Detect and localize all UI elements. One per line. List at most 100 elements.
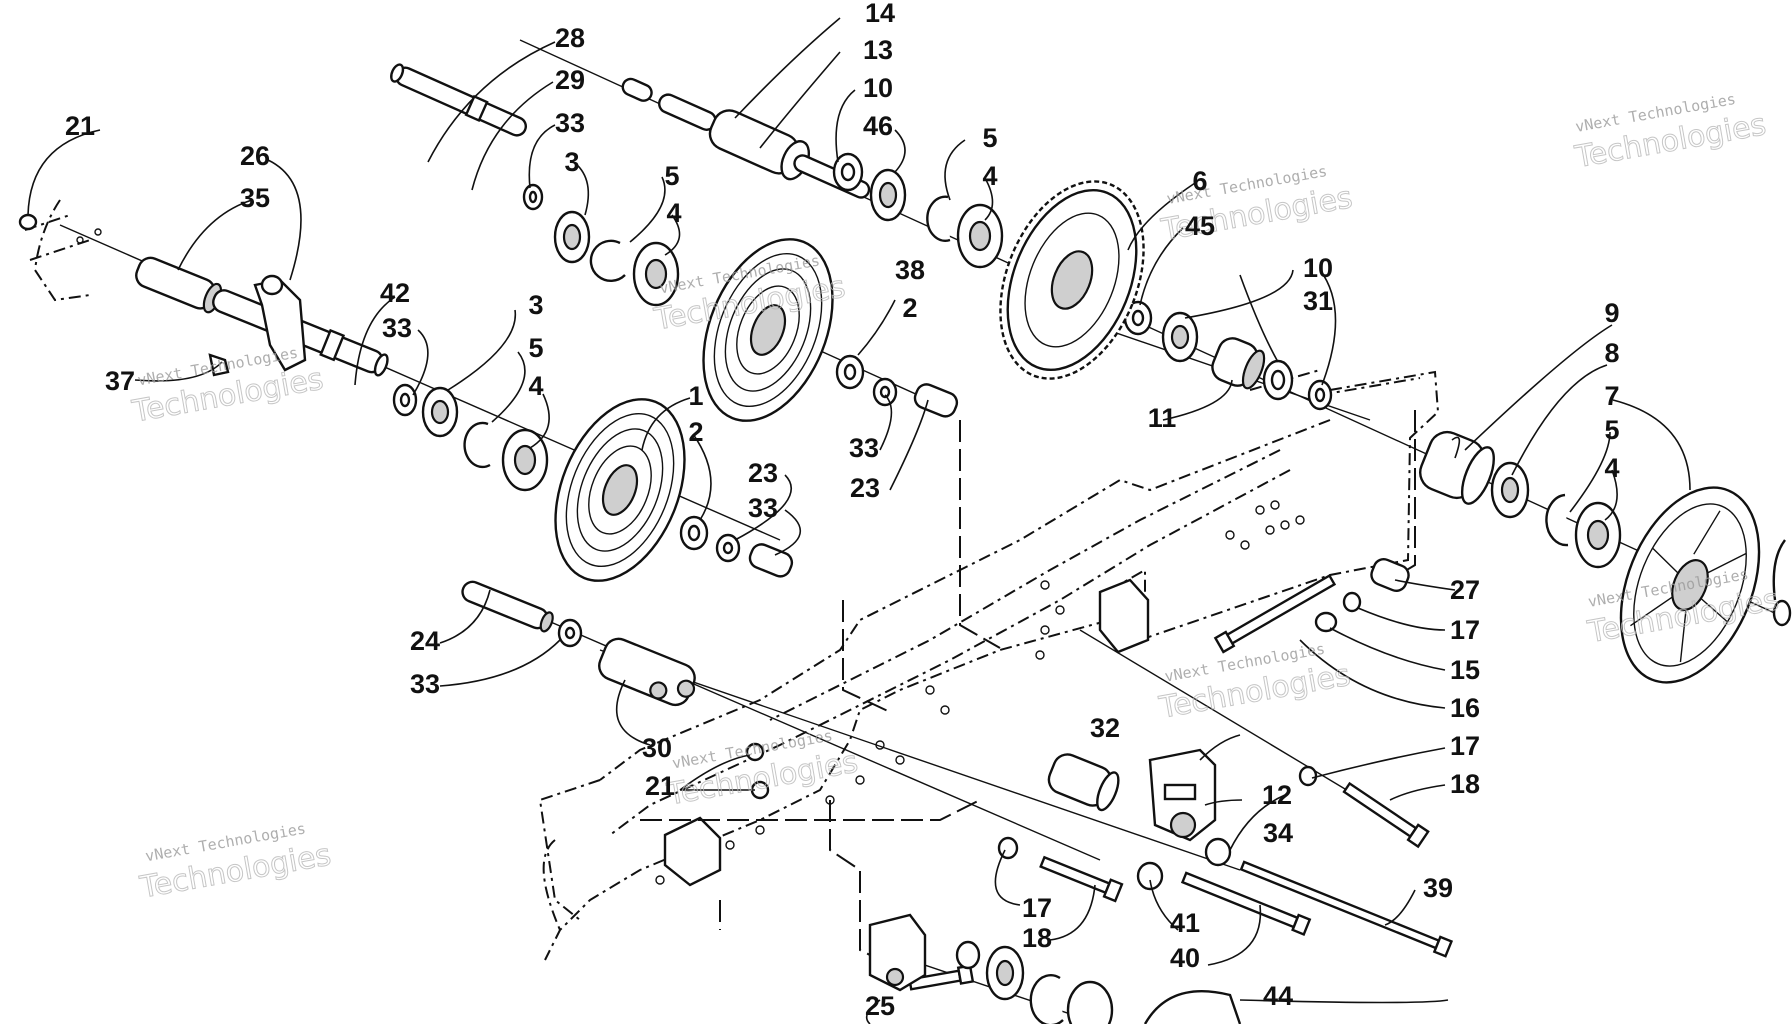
callout-34: 34 <box>1263 818 1293 848</box>
washer-17a <box>1342 591 1362 613</box>
callout-5: 5 <box>1604 415 1619 445</box>
callout-35: 35 <box>240 183 270 213</box>
frame-bracket-upper <box>1098 578 1150 654</box>
ring-5d <box>1545 493 1569 547</box>
ring-5a <box>589 239 626 282</box>
callout-26: 26 <box>240 141 270 171</box>
nut-21a <box>18 213 38 231</box>
callout-2: 2 <box>902 293 917 323</box>
callout-4: 4 <box>666 198 681 228</box>
callout-5: 5 <box>664 161 679 191</box>
callout-6: 6 <box>1192 166 1207 196</box>
spacer-23a <box>913 383 959 418</box>
callout-33: 33 <box>410 669 440 699</box>
callout-5: 5 <box>528 333 543 363</box>
callout-29: 29 <box>555 65 585 95</box>
bracket-30 <box>598 637 696 707</box>
callout-33: 33 <box>555 108 585 138</box>
callout-15: 15 <box>1450 655 1480 685</box>
callout-7: 7 <box>1604 381 1619 411</box>
ring-5b <box>926 195 951 242</box>
callout-39: 39 <box>1423 873 1453 903</box>
callout-13: 13 <box>863 35 893 65</box>
small-parts <box>392 152 1792 1024</box>
callout-30: 30 <box>642 733 672 763</box>
callout-1: 1 <box>688 381 703 411</box>
callout-9: 9 <box>1604 298 1619 328</box>
callout-41: 41 <box>1170 908 1200 938</box>
callout-10: 10 <box>863 73 893 103</box>
shafts <box>18 63 1454 992</box>
callout-2: 2 <box>688 417 703 447</box>
bolt-18a <box>1342 781 1430 849</box>
callout-18: 18 <box>1450 769 1480 799</box>
shaft-14 <box>621 77 871 199</box>
frame-holes <box>76 228 1305 885</box>
callout-10: 10 <box>1303 253 1333 283</box>
callout-45: 45 <box>1185 211 1215 241</box>
nut-15 <box>1314 611 1338 633</box>
callout-27: 27 <box>1450 575 1480 605</box>
callout-17: 17 <box>1022 893 1052 923</box>
ring-lower <box>1029 974 1064 1024</box>
callout-labels: 1 2 2 3 3 4 4 4 4 5 5 5 5 6 7 8 9 10 10 … <box>65 0 1620 1021</box>
callout-4: 4 <box>982 161 997 191</box>
callout-17: 17 <box>1450 731 1480 761</box>
idler-wheel-38 <box>702 238 834 422</box>
shaft-29 <box>390 63 527 137</box>
bearing-housing-9 <box>1419 430 1495 505</box>
callout-21: 21 <box>65 111 95 141</box>
callout-24: 24 <box>410 626 440 656</box>
callout-42: 42 <box>380 278 410 308</box>
bolt-16 <box>1213 574 1337 654</box>
callout-21: 21 <box>645 771 675 801</box>
wheel-44 <box>1143 990 1242 1024</box>
frame-bracket-lower <box>663 816 722 887</box>
spacer-27 <box>1370 558 1410 592</box>
callout-14: 14 <box>865 0 895 28</box>
washer-41 <box>1136 861 1164 891</box>
callout-3: 3 <box>564 147 579 177</box>
bolt-18b <box>1039 855 1124 903</box>
callout-37: 37 <box>105 366 135 396</box>
frame-rail <box>24 199 1440 961</box>
callout-17: 17 <box>1450 615 1480 645</box>
washer-17b <box>1298 765 1318 787</box>
washer-lower <box>955 940 981 970</box>
callout-23: 23 <box>850 473 880 503</box>
callout-38: 38 <box>895 255 925 285</box>
spacer-23b <box>748 543 794 578</box>
mount-block-12 <box>1148 748 1217 842</box>
callout-31: 31 <box>1303 286 1333 316</box>
callout-33: 33 <box>748 493 778 523</box>
washer-edge <box>1772 599 1792 627</box>
arm-26 <box>253 278 307 372</box>
ring-5c <box>463 421 491 469</box>
callout-18: 18 <box>1022 923 1052 953</box>
spacer-35 <box>135 256 223 314</box>
bolt-39 <box>1239 860 1454 958</box>
wheels <box>554 180 1786 1024</box>
callout-4: 4 <box>1604 453 1619 483</box>
callout-12: 12 <box>1262 780 1292 810</box>
bearing-lower-2 <box>1066 980 1114 1024</box>
leader-lines <box>27 17 1691 1024</box>
pin-24 <box>461 580 554 633</box>
callout-25: 25 <box>865 991 895 1021</box>
nut-21b <box>745 742 765 762</box>
callout-4: 4 <box>528 371 543 401</box>
washer-34 <box>1204 837 1232 867</box>
washer-17c <box>997 836 1019 860</box>
callout-44: 44 <box>1263 981 1293 1011</box>
callout-5: 5 <box>982 123 997 153</box>
callout-33: 33 <box>382 313 412 343</box>
bolt-40 <box>1180 871 1312 936</box>
idler-wheel-1 <box>554 398 686 582</box>
bushing-11 <box>1211 337 1266 390</box>
bushing-32 <box>1047 753 1120 812</box>
assembly-axes <box>59 39 1791 1024</box>
callout-33: 33 <box>849 433 879 463</box>
callout-32: 32 <box>1090 713 1120 743</box>
